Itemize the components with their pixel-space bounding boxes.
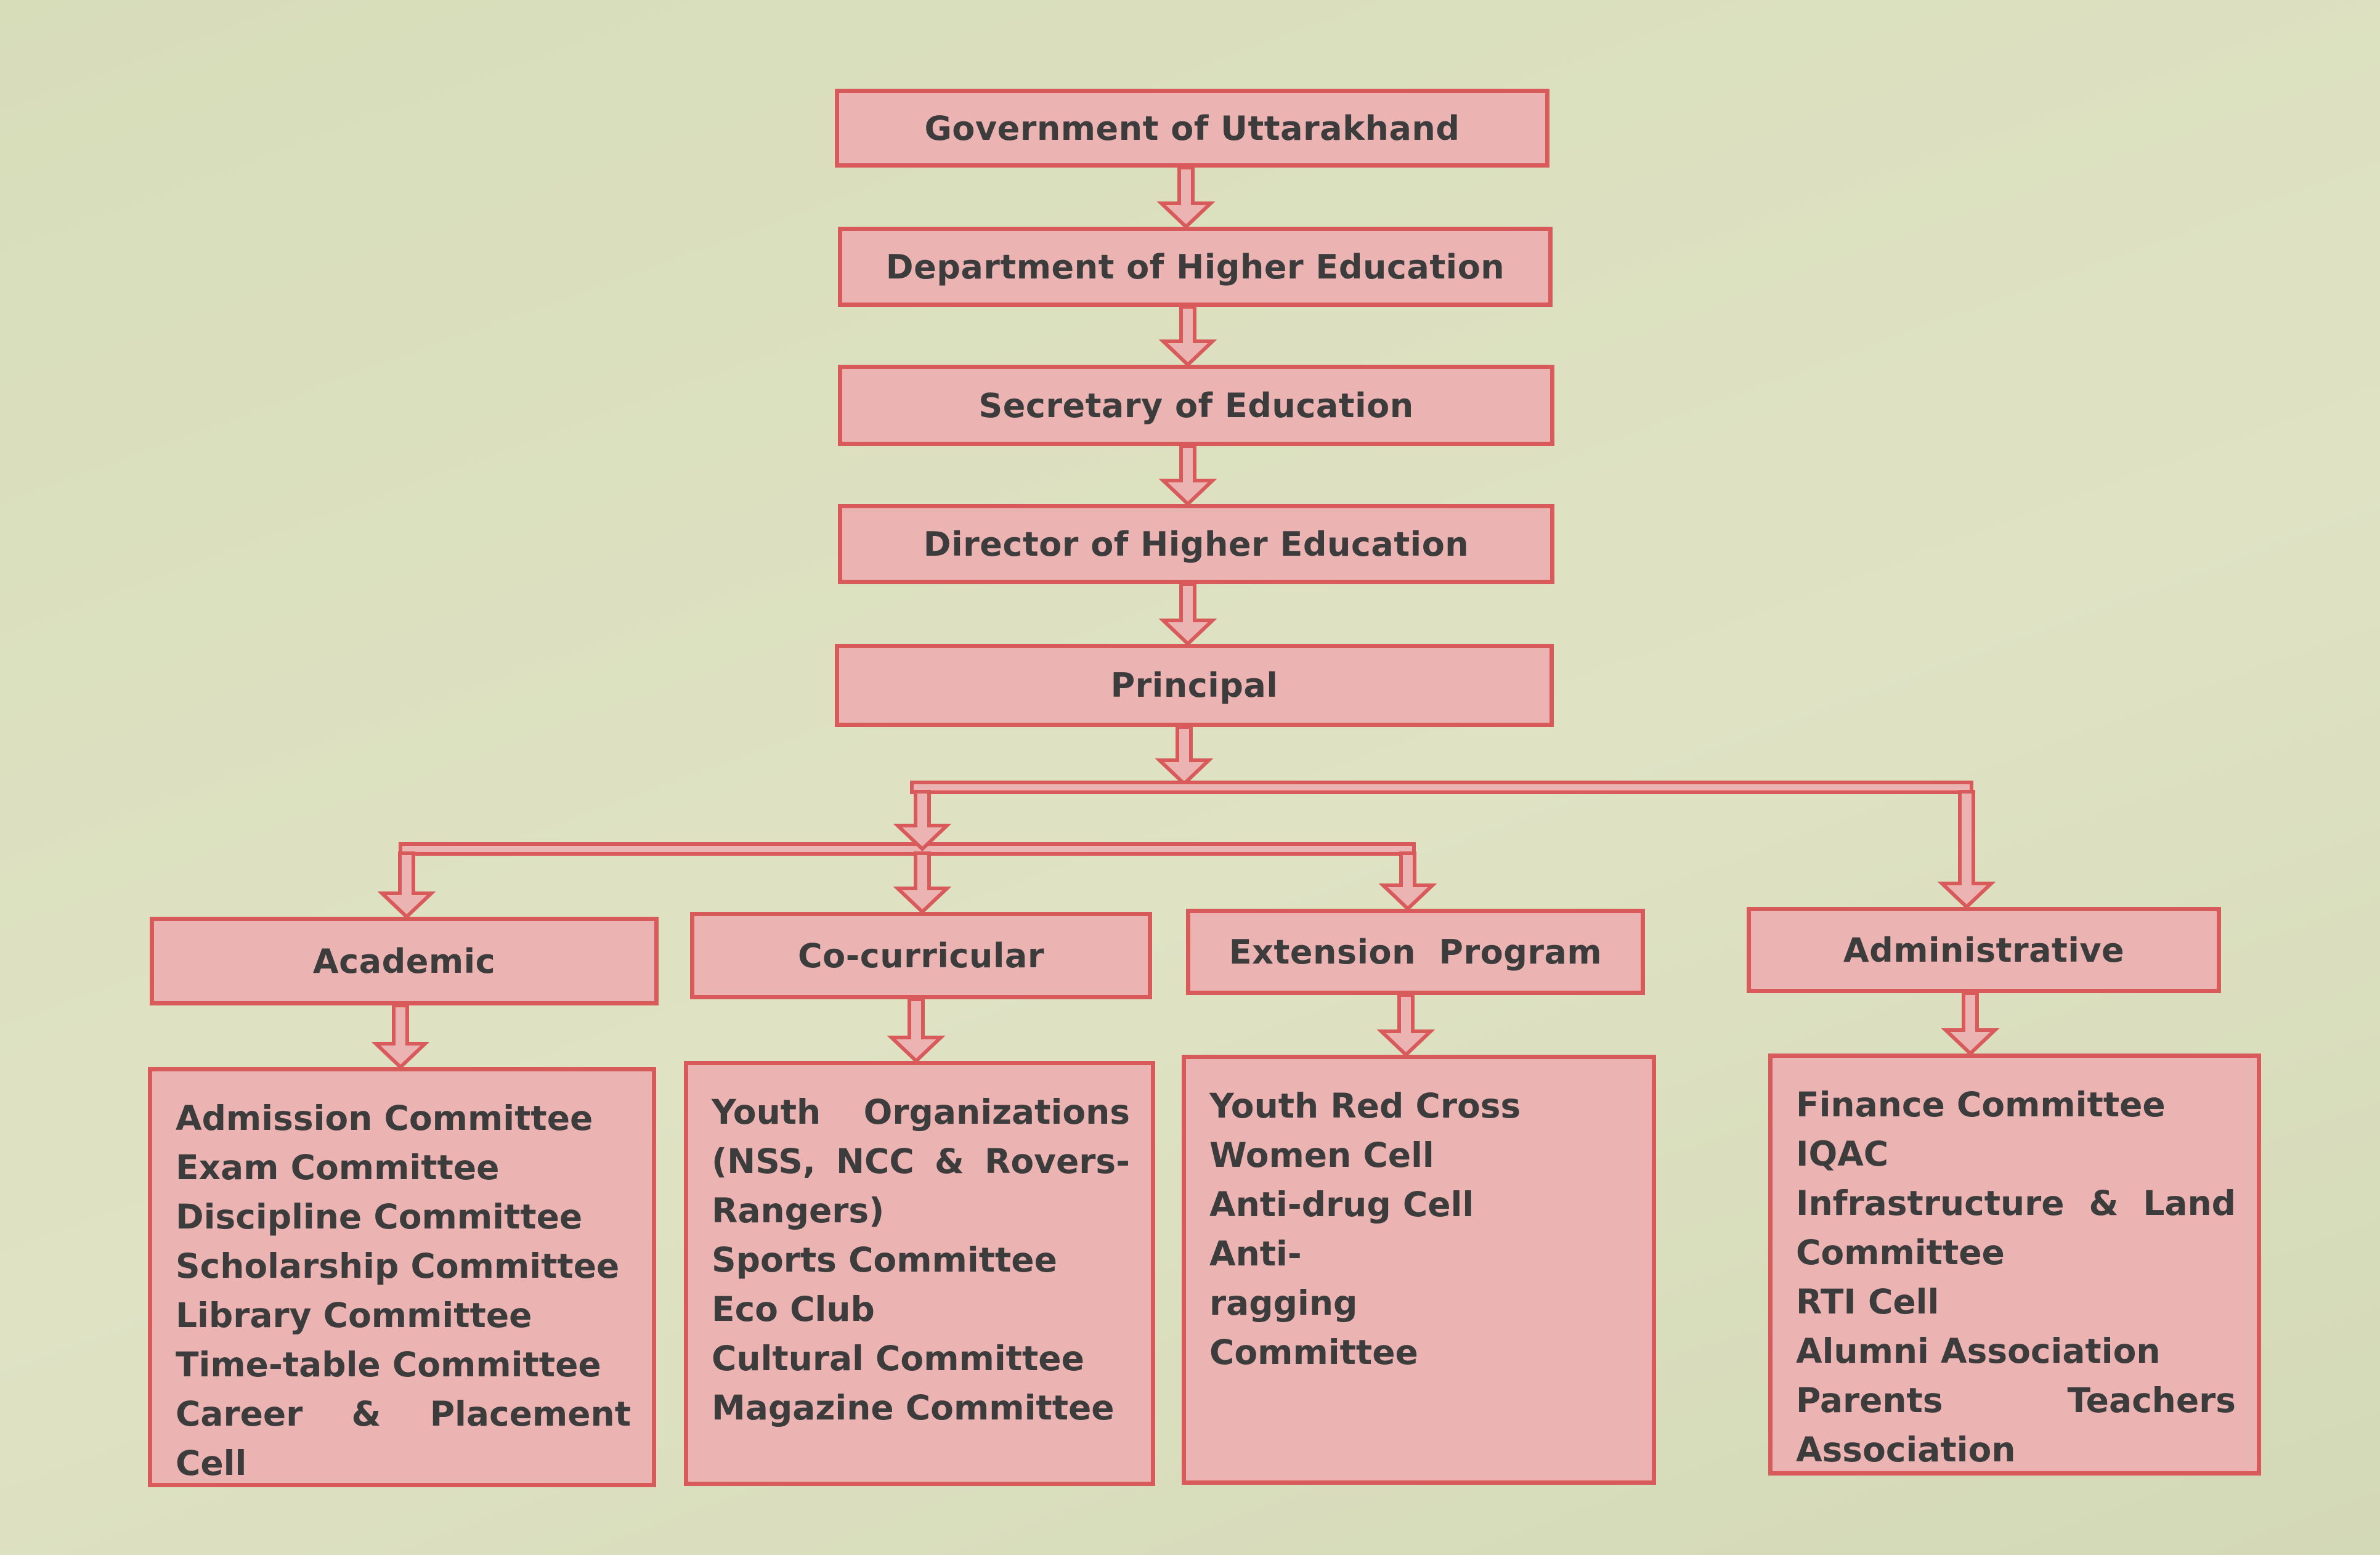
- list-item: Anti-ragging Committee: [1209, 1234, 1418, 1372]
- arrow-administrative-to-list: [1941, 991, 2000, 1057]
- list-item: Women Cell: [1209, 1135, 1434, 1175]
- list-item: IQAC: [1796, 1134, 1889, 1174]
- list-item: RTI Cell: [1796, 1282, 1939, 1322]
- list-item: Anti-drug Cell: [1209, 1185, 1474, 1224]
- arrow-department-to-secretary: [1158, 305, 1217, 368]
- arrow-secretary-to-director: [1158, 444, 1217, 507]
- list-academic: Admission Committee Exam Committee Disci…: [148, 1067, 656, 1487]
- box-principal-label: Principal: [1110, 666, 1278, 705]
- bus-lower: [399, 842, 1416, 856]
- box-secretary-label: Secretary of Education: [978, 386, 1414, 425]
- box-administrative: Administrative: [1747, 907, 2221, 993]
- arrow-cocurricular-to-list: [887, 997, 946, 1064]
- list-item: Discipline Committee: [176, 1197, 583, 1236]
- box-department: Department of Higher Education: [838, 227, 1553, 307]
- box-government-label: Government of Uttarakhand: [924, 108, 1460, 148]
- arrow-to-extension: [1378, 851, 1437, 912]
- box-academic-label: Academic: [312, 941, 496, 981]
- box-principal: Principal: [835, 644, 1554, 727]
- list-item: Youth Organizations (NSS, NCC & Rovers-R…: [712, 1092, 1130, 1230]
- list-item: Magazine Committee: [712, 1388, 1115, 1427]
- box-extension: Extension Program: [1186, 909, 1645, 995]
- list-item: Career & Placement Cell: [176, 1394, 631, 1483]
- box-cocurricular: Co-curricular: [690, 912, 1152, 999]
- list-item: Library Committee: [176, 1296, 532, 1335]
- box-government: Government of Uttarakhand: [835, 89, 1549, 168]
- list-administrative: Finance Committee IQAC Infrastructure & …: [1768, 1054, 2261, 1476]
- list-item: Alumni Association: [1796, 1331, 2161, 1371]
- list-item: Time-table Committee: [176, 1345, 601, 1384]
- box-department-label: Department of Higher Education: [885, 247, 1505, 286]
- list-item: Sports Committee: [712, 1240, 1057, 1280]
- list-item: Youth Red Cross: [1209, 1086, 1521, 1126]
- list-item: Admission Committee: [176, 1098, 593, 1138]
- arrow-principal-down: [1155, 725, 1214, 787]
- box-extension-label: Extension Program: [1229, 932, 1602, 972]
- box-administrative-label: Administrative: [1843, 930, 2125, 970]
- list-item: Finance Committee: [1796, 1085, 2166, 1124]
- arrow-to-cocurricular: [893, 851, 952, 915]
- list-extension: Youth Red Cross Women Cell Anti-drug Cel…: [1182, 1055, 1656, 1485]
- box-cocurricular-label: Co-curricular: [798, 936, 1044, 975]
- bus-upper: [910, 781, 1973, 794]
- box-director: Director of Higher Education: [838, 504, 1554, 584]
- list-item: Scholarship Committee: [176, 1246, 620, 1286]
- box-director-label: Director of Higher Education: [923, 524, 1469, 564]
- arrow-government-to-department: [1156, 166, 1216, 230]
- list-item: Cultural Committee: [712, 1339, 1084, 1378]
- box-secretary: Secretary of Education: [838, 365, 1554, 446]
- arrow-director-to-principal: [1158, 582, 1217, 647]
- arrow-to-administrative: [1937, 790, 1996, 910]
- list-item: Exam Committee: [176, 1148, 500, 1187]
- arrow-academic-to-list: [371, 1004, 430, 1070]
- arrow-to-academic: [377, 851, 436, 920]
- box-academic: Academic: [150, 917, 659, 1005]
- list-item: Eco Club: [712, 1289, 875, 1329]
- list-cocurricular: Youth Organizations (NSS, NCC & Rovers-R…: [684, 1061, 1155, 1486]
- arrow-upper-to-lower: [893, 790, 952, 852]
- list-item: Infrastructure & Land Committee: [1796, 1184, 2236, 1272]
- list-item: Parents Teachers Association: [1796, 1381, 2236, 1469]
- arrow-extension-to-list: [1376, 993, 1436, 1058]
